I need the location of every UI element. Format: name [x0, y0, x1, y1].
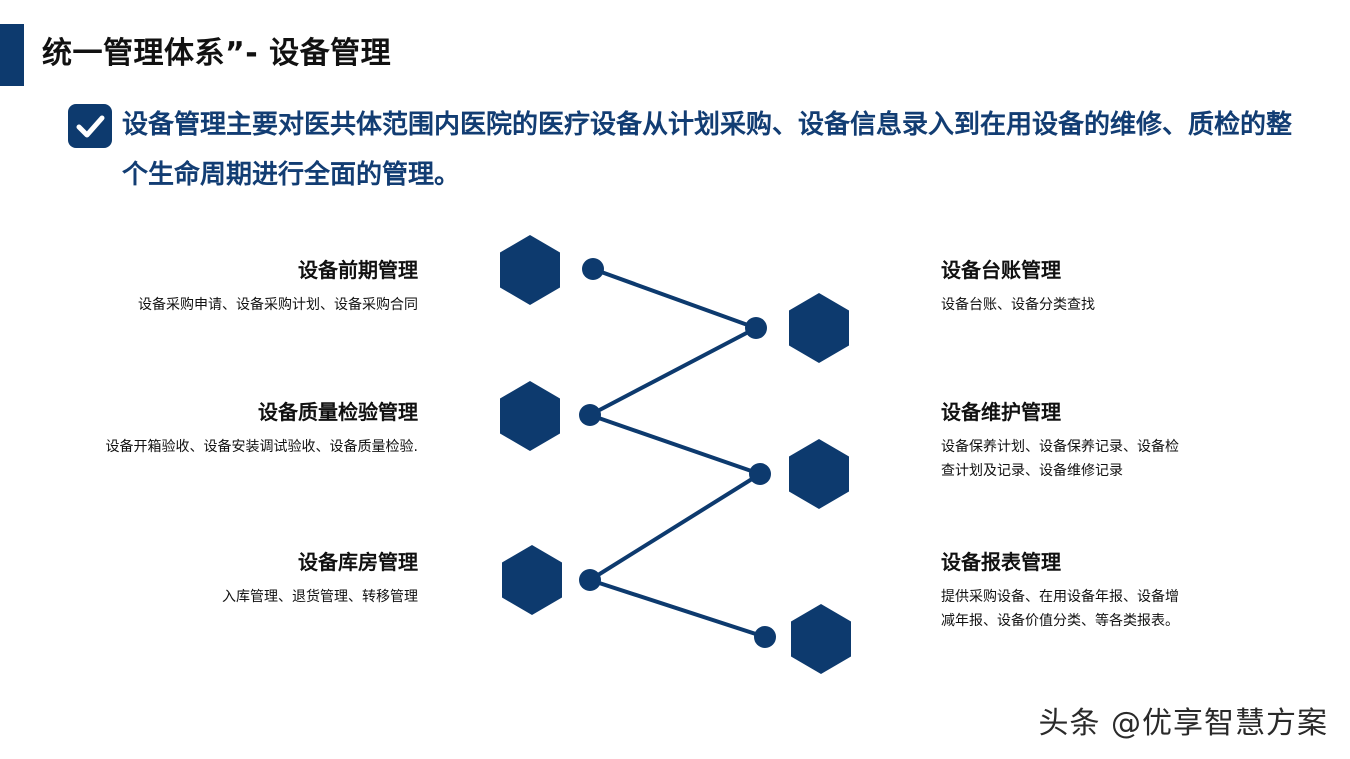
- module-description: 设备采购申请、设备采购计划、设备采购合同: [138, 297, 418, 313]
- module-title: 设备报表管理: [941, 550, 1061, 574]
- connector-dot: [579, 404, 601, 426]
- intro-text: 设备管理主要对医共体范围内医院的医疗设备从计划采购、设备信息录入到在用设备的维修…: [122, 110, 1293, 190]
- module-reports: 设备报表管理 提供采购设备、在用设备年报、设备增减年报、设备价值分类、等各类报表…: [941, 546, 1191, 633]
- hexagon-icon: [789, 439, 849, 509]
- module-description: 提供采购设备、在用设备年报、设备增减年报、设备价值分类、等各类报表。: [941, 589, 1179, 629]
- module-description: 设备开箱验收、设备安装调试验收、设备质量检验.: [105, 439, 418, 455]
- watermark: 头条 @优享智慧方案: [1038, 706, 1328, 741]
- module-warehouse: 设备库房管理 入库管理、退货管理、转移管理: [88, 546, 418, 609]
- connector-line: [588, 267, 766, 639]
- module-description: 入库管理、退货管理、转移管理: [222, 589, 418, 605]
- module-pre-management: 设备前期管理 设备采购申请、设备采购计划、设备采购合同: [88, 254, 418, 317]
- module-title: 设备库房管理: [298, 550, 418, 574]
- module-description: 设备保养计划、设备保养记录、设备检查计划及记录、设备维修记录: [941, 439, 1179, 479]
- page-title: 统一管理体系”- 设备管理: [42, 36, 392, 71]
- module-title: 设备台账管理: [941, 258, 1061, 282]
- connector-dot: [582, 258, 604, 280]
- title-accent-bar: [0, 24, 24, 86]
- connector-dot: [749, 463, 771, 485]
- check-icon: [68, 104, 112, 148]
- hexagon-icon: [500, 381, 560, 451]
- module-title: 设备质量检验管理: [258, 400, 418, 424]
- module-title: 设备前期管理: [298, 258, 418, 282]
- hexagon-icon: [791, 604, 851, 674]
- hexagon-icon: [500, 235, 560, 305]
- module-quality-inspection: 设备质量检验管理 设备开箱验收、设备安装调试验收、设备质量检验.: [88, 396, 418, 459]
- hexagon-icon: [789, 293, 849, 363]
- connector-dot: [754, 626, 776, 648]
- hexagon-icon: [502, 545, 562, 615]
- module-description: 设备台账、设备分类查找: [941, 297, 1095, 313]
- connector-dot: [745, 317, 767, 339]
- module-ledger: 设备台账管理 设备台账、设备分类查找: [941, 254, 1191, 317]
- connector-dot: [579, 569, 601, 591]
- module-maintenance: 设备维护管理 设备保养计划、设备保养记录、设备检查计划及记录、设备维修记录: [941, 396, 1191, 483]
- module-title: 设备维护管理: [941, 400, 1061, 424]
